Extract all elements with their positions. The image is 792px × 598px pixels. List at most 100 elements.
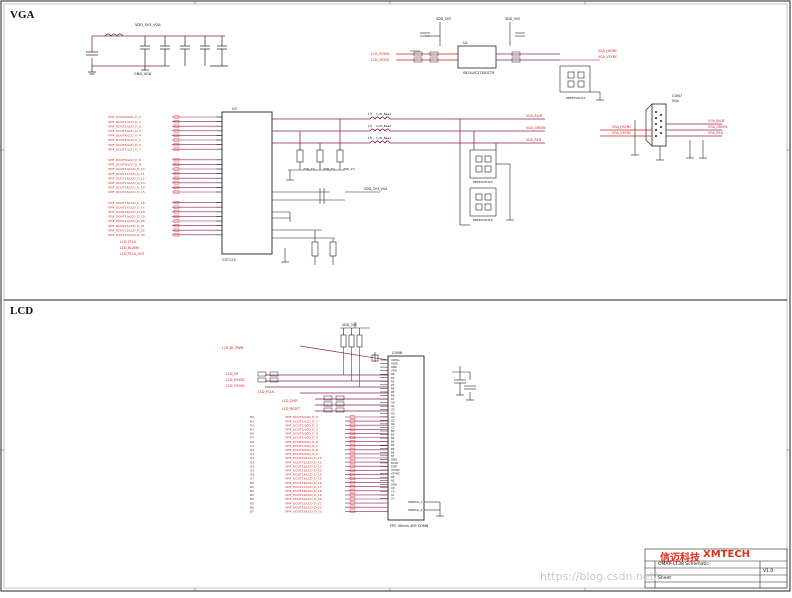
- vga-bus-flag: [173, 115, 180, 119]
- vga-bus-label: VPIF_DOUT10/LCD_D_10: [108, 167, 145, 171]
- lcd-pin-name: B4: [391, 443, 395, 447]
- lcd-bus-flag: [349, 481, 356, 485]
- lcd-bus-pin-ref: B4: [250, 497, 254, 501]
- vga-bus-label: VPIF_DOUT23/LCD_D_23: [108, 233, 145, 237]
- lcd-data-bus: VPIF_DOUT0/LCD_D_0R0VPIF_DOUT1/LCD_D_1R1…: [250, 415, 388, 514]
- lcd-bus-pin-ref: B6: [250, 505, 254, 509]
- vga-conn-hsync: VGA_HSYNC: [612, 125, 632, 129]
- dac-part: CS7123: [222, 258, 236, 262]
- lcd-bus-pin-ref: R0: [250, 415, 254, 419]
- vga-bus-flag: [173, 147, 180, 151]
- vga-bus-label: VPIF_DOUT22/LCD_D_22: [108, 228, 145, 232]
- lcd-pin-name: B0: [391, 429, 395, 433]
- lcd-pin-name: VSYNC: [391, 472, 400, 476]
- lcd-bus-label: VPIF_DOUT14/LCD_D_14: [285, 473, 322, 477]
- lcd-ctrl-vsync: LCD_VSYNC: [226, 384, 246, 388]
- lcd-pin-name: DE: [391, 475, 395, 479]
- inductor-l4: L4: [368, 124, 372, 128]
- vga-clock-label: VDD_3V3_VGA: [364, 187, 388, 191]
- vga-bus-flag: [173, 124, 180, 128]
- lcd-bus-label: VPIF_DOUT21/LCD_D_21: [285, 501, 322, 505]
- vga-bus-label: VPIF_DOUT3/LCD_D_3: [108, 129, 141, 133]
- lcd-bus-pin-ref: G6: [250, 473, 254, 477]
- vga-power-filter: [91, 33, 225, 67]
- lcd-pin-name: R7: [391, 397, 395, 401]
- lcd-pin-name: B3: [391, 440, 395, 444]
- lcd-bus-flag: [349, 431, 356, 435]
- lcd-bus-label: VPIF_DOUT5/LCD_D_5: [285, 436, 318, 440]
- lcd-bus-pin-ref: B3: [250, 493, 254, 497]
- lcd-backlight-label: LCD_BL_PWM: [222, 346, 244, 350]
- lcd-pin-name: R0: [391, 372, 395, 376]
- inductor-value-2: 1uH_Bead: [376, 124, 391, 128]
- vga-bus-label: VPIF_DOUT1/LCD_D_1: [108, 120, 141, 124]
- lcd-bus-label: VPIF_DOUT7/LCD_D_7: [285, 444, 318, 448]
- lcd-bus-label: VPIF_DOUT10/LCD_D_10: [285, 456, 322, 460]
- lcd-pin-name: G2: [391, 408, 395, 412]
- lcd-bus-label: VPIF_DOUT3/LCD_D_3: [285, 428, 318, 432]
- lcd-bus-label: VPIF_DOUT19/LCD_D_19: [285, 493, 322, 497]
- vga-bus-flag: [173, 167, 180, 171]
- lcd-bus-pin-ref: R1: [250, 419, 254, 423]
- vga-bus-flag: [173, 214, 180, 218]
- vga-connector-ref: CON7: [672, 94, 682, 98]
- vga-connector-label: VGA: [672, 99, 680, 103]
- lcd-ctrl-res: [257, 371, 345, 413]
- lcd-bus-label: VPIF_DOUT15/LCD_D_15: [285, 477, 322, 481]
- lcd-pin-name: VLED+: [391, 358, 400, 362]
- lcd-bus-flag: [349, 436, 356, 440]
- lcd-bus-pin-ref: G1: [250, 452, 254, 456]
- vga-bus-label: VPIF_DOUT7/LCD_D_7: [108, 147, 141, 151]
- lcd-bus-pin-ref: R2: [250, 423, 254, 427]
- lcd-pin-name: B2: [391, 436, 395, 440]
- lcd-bus-label: VPIF_DOUT23/LCD_D_23: [285, 510, 322, 514]
- lcd-pin-name: XL: [391, 493, 395, 497]
- esd-part-top: PRTR5V0U2X: [566, 96, 586, 100]
- lcd-pin-name: GND: [391, 482, 397, 486]
- lcd-bus-flag: [349, 493, 356, 497]
- title-block-brand-cn: 信迈科技: [660, 553, 700, 564]
- level-shifter-u2: [396, 22, 560, 69]
- lcd-pin-name: GND: [391, 457, 397, 461]
- vga-bus-flag: [173, 162, 180, 166]
- vga-bus-label: VPIF_DOUT19/LCD_D_19: [108, 215, 145, 219]
- lcd-pin-name: DCLK: [391, 461, 398, 465]
- vga-bus-label: VPIF_DOUT8/LCD_D_8: [108, 158, 141, 162]
- lcd-bus-flag: [349, 501, 356, 505]
- term-value-1: 75R_1%: [303, 167, 315, 171]
- title-block-sheet: Sheet: [658, 576, 672, 581]
- term-value-2: 75R_1%: [323, 167, 335, 171]
- lcd-pin-name: R4: [391, 386, 395, 390]
- lcd-pullups: [340, 322, 379, 387]
- lcd-pin-name: DISP: [391, 465, 397, 469]
- lcd-bus-label: VPIF_DOUT2/LCD_D_2: [285, 423, 318, 427]
- lcd-pin-name: R6: [391, 394, 395, 398]
- lcd-pin-name: YU: [391, 496, 395, 500]
- vga-bus-flag: [173, 176, 180, 180]
- vga-filter-caps: [86, 36, 228, 75]
- vga-bus-label: VPIF_DOUT0/LCD_D_0: [108, 115, 141, 119]
- esd-part-mid-2: PRTR5V0U2X: [473, 218, 493, 222]
- lcd-bus-flag: [349, 423, 356, 427]
- lcd-pin-name: G5: [391, 418, 395, 422]
- inductor-l3: L3: [368, 112, 372, 116]
- vga-connector-con7: [600, 103, 722, 161]
- lcd-bus-flag: [349, 427, 356, 431]
- lcd-bus-label: VPIF_DOUT17/LCD_D_17: [285, 485, 322, 489]
- vsync-in-label: LCD_VSYNC: [371, 58, 391, 62]
- vga-bus-flag: [173, 190, 180, 194]
- vga-bus-flag: [173, 158, 180, 162]
- vga-bus-flag: [173, 205, 180, 209]
- lcd-bus-flag: [349, 468, 356, 472]
- lcd-pin-name: B1: [391, 433, 395, 437]
- lcd-pin-name: R1: [391, 376, 395, 380]
- dac-u3: [221, 111, 273, 255]
- vga-bus-label: VPIF_DOUT20/LCD_D_20: [108, 219, 145, 223]
- lcd-bus-pin-ref: B2: [250, 489, 254, 493]
- section-title-vga: VGA: [10, 9, 35, 21]
- lcd-connector-label: FPC 40mm 40P CONN: [390, 524, 429, 528]
- lcd-pin-name: G6: [391, 422, 395, 426]
- lcd-bus-flag: [349, 452, 356, 456]
